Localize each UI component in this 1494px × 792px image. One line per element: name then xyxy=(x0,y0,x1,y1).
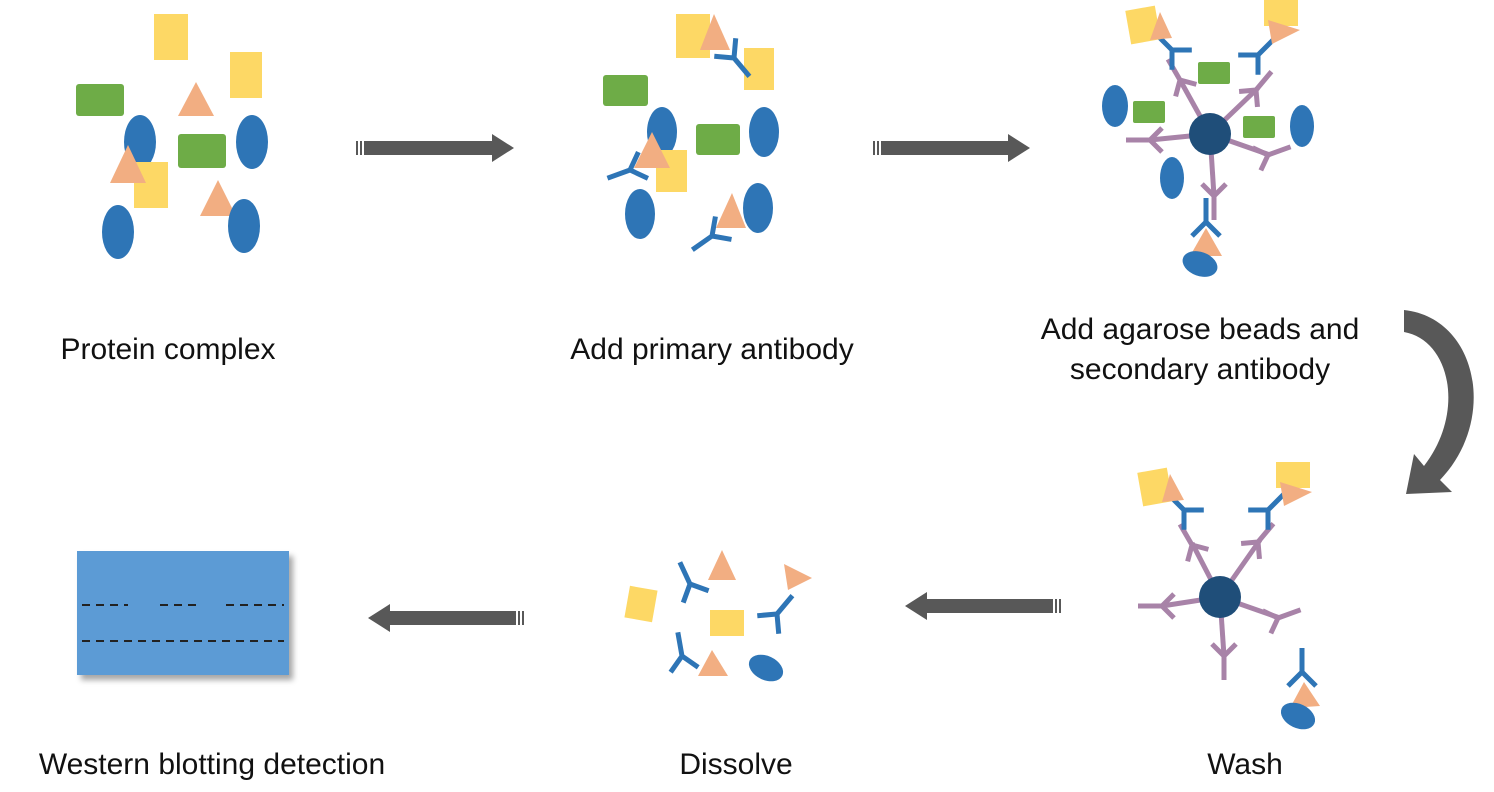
label-dissolve: Dissolve xyxy=(679,748,793,781)
label-wash: Wash xyxy=(1207,748,1283,781)
primary-antibody-cluster xyxy=(603,14,779,261)
label-add-agarose-beads-line2: secondary antibody xyxy=(1069,353,1331,386)
label-add-agarose-beads-line1: Add agarose beads and xyxy=(1040,313,1360,346)
bead-complex-cluster xyxy=(1102,0,1314,277)
arrow-step2-to-step3 xyxy=(873,134,1030,162)
arrow-step5-to-step6 xyxy=(368,604,524,632)
protein-complex-cluster xyxy=(76,14,268,259)
label-protein-complex: Protein complex xyxy=(60,333,276,366)
label-add-primary-antibody: Add primary antibody xyxy=(570,333,854,366)
western-blot-membrane xyxy=(77,551,289,675)
arrow-step4-to-step5 xyxy=(905,592,1061,620)
arrow-curved-step3-to-step4 xyxy=(1404,310,1474,494)
wash-cluster xyxy=(1137,462,1320,730)
label-western-blotting-detection: Western blotting detection xyxy=(38,748,386,781)
dissolve-cluster xyxy=(624,550,812,682)
arrow-step1-to-step2 xyxy=(356,134,514,162)
